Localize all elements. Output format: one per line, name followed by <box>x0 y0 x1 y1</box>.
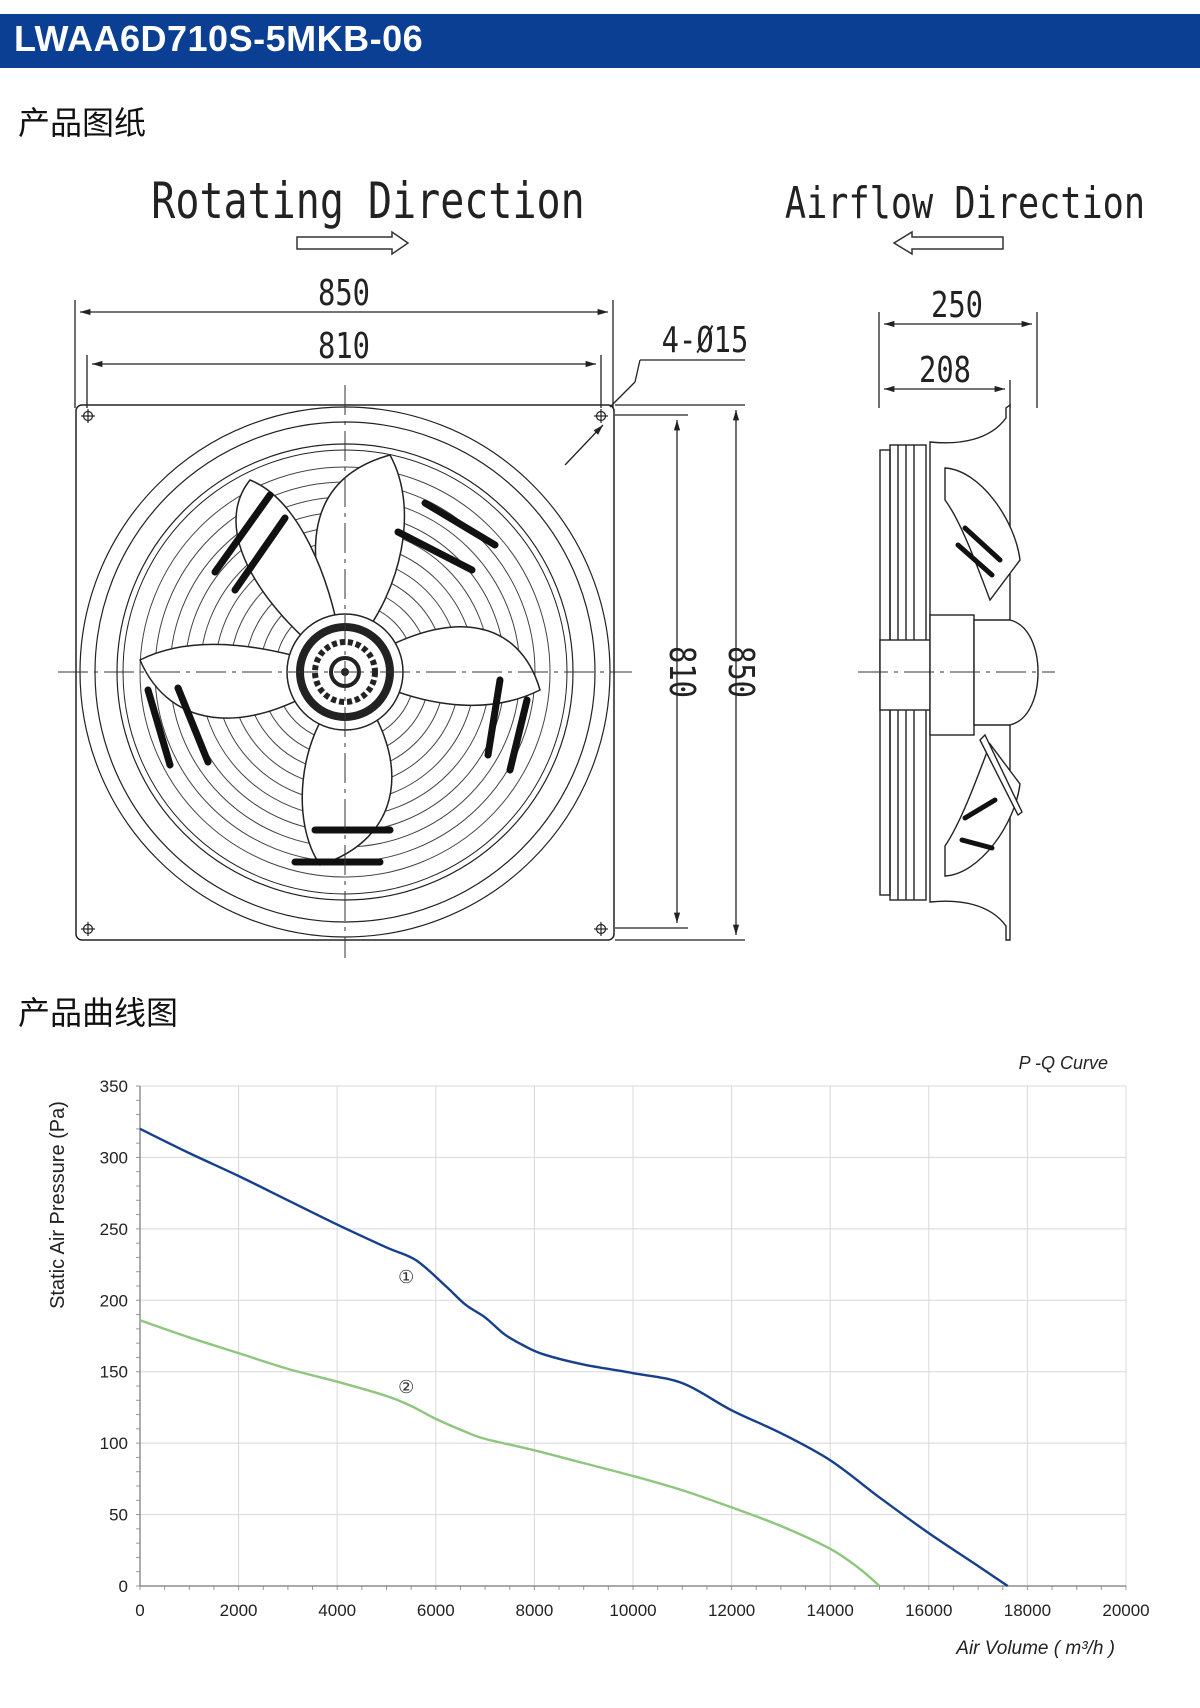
chart-title: P -Q Curve <box>1019 1053 1108 1073</box>
airflow-direction-label: Airflow Direction <box>785 178 1145 229</box>
x-tick-label: 14000 <box>807 1601 854 1620</box>
chart-series: ①② <box>139 1127 1009 1587</box>
chart-y-axis-label: Static Air Pressure (Pa) <box>47 1101 69 1309</box>
chart-grid <box>139 1085 1127 1587</box>
x-tick-label: 18000 <box>1004 1601 1051 1620</box>
y-tick-label: 100 <box>100 1434 128 1453</box>
y-tick-label: 200 <box>100 1291 128 1310</box>
y-tick-label: 50 <box>109 1506 128 1525</box>
series-label-2: ② <box>398 1377 414 1397</box>
y-tick-label: 150 <box>100 1363 128 1382</box>
series-line-1 <box>139 1127 1009 1587</box>
x-tick-label: 10000 <box>609 1601 656 1620</box>
chart-x-axis-label: Air Volume ( m³/h ) <box>955 1638 1115 1659</box>
x-tick-label: 4000 <box>318 1601 356 1620</box>
series-label-1: ① <box>398 1267 414 1287</box>
mounting-holes <box>81 409 608 936</box>
dim-height-850: 850 <box>720 646 762 698</box>
header-bar: LWAA6D710S-5MKB-06 <box>0 14 1200 68</box>
dim-height-810: 810 <box>661 646 703 698</box>
dim-side-250: 250 <box>931 284 983 326</box>
series-line-2 <box>139 1319 881 1587</box>
x-tick-label: 12000 <box>708 1601 755 1620</box>
x-tick-label: 2000 <box>220 1601 258 1620</box>
y-tick-label: 300 <box>100 1148 128 1167</box>
x-tick-label: 20000 <box>1102 1601 1149 1620</box>
y-tick-label: 250 <box>100 1220 128 1239</box>
x-tick-label: 0 <box>135 1601 144 1620</box>
dim-front-810: 810 <box>318 325 370 367</box>
blade-slots <box>144 491 531 866</box>
dim-front-850: 850 <box>318 272 370 314</box>
drawing-section-heading: 产品图纸 <box>18 104 147 142</box>
front-center-lines <box>58 385 632 958</box>
side-blade-slots <box>955 525 1003 851</box>
y-tick-label: 0 <box>119 1577 128 1596</box>
x-tick-label: 16000 <box>905 1601 952 1620</box>
dim-holes-label: 4-Ø15 <box>662 319 749 361</box>
airflow-arrow-icon <box>892 230 1004 256</box>
dim-side-208: 208 <box>919 349 971 391</box>
rotating-arrow-icon <box>296 230 410 256</box>
product-model-title: LWAA6D710S-5MKB-06 <box>14 18 424 59</box>
y-tick-label: 350 <box>100 1077 128 1096</box>
rotating-direction-label: Rotating Direction <box>151 172 584 231</box>
curve-section-heading: 产品曲线图 <box>18 994 179 1032</box>
chart-axes: 0 50 100 150 200 250 300 350 0 2000 4000 6000 8000 10… <box>100 1077 1150 1620</box>
x-tick-label: 8000 <box>515 1601 553 1620</box>
x-tick-label: 6000 <box>417 1601 455 1620</box>
